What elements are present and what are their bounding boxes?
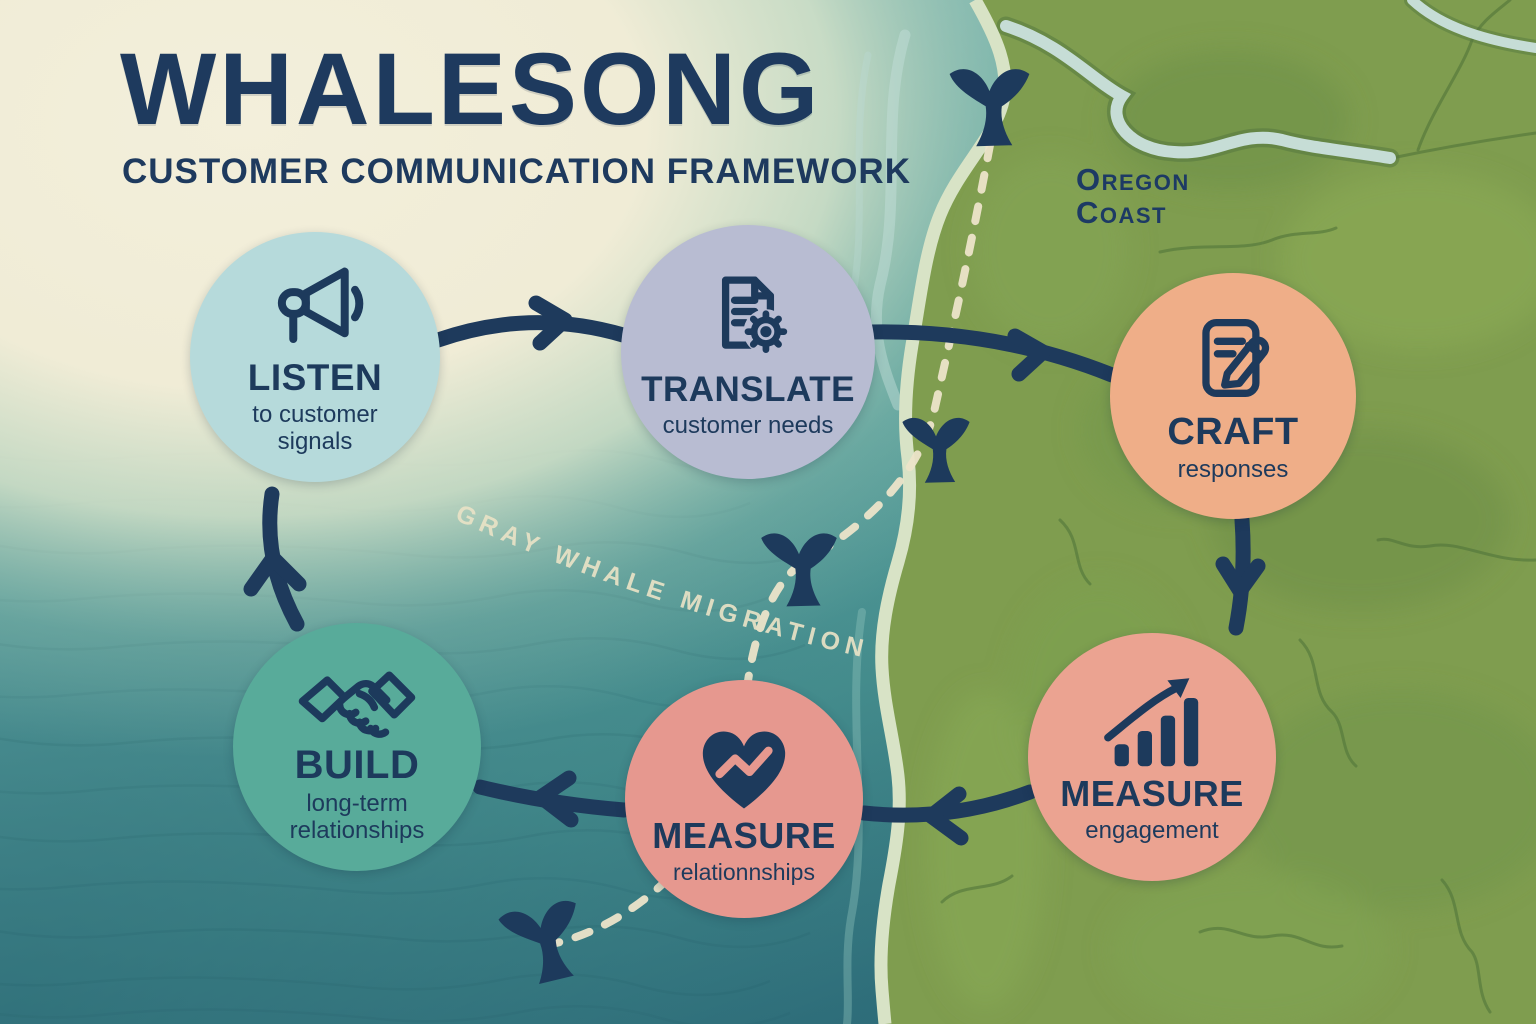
cycle-arrows: [243, 295, 1266, 846]
arrow-build-to-listen: [243, 486, 307, 632]
arrow-listen-to-translate: [430, 295, 631, 351]
document-gear-icon: [721, 276, 789, 355]
handshake-icon: [298, 671, 416, 738]
node-sublabel: relationnships: [673, 858, 815, 885]
river: [996, 0, 1536, 168]
node-listen: LISTEN to customer signals: [190, 232, 440, 482]
node-title: LISTEN: [247, 356, 383, 398]
region-label-line2: Coast: [1076, 194, 1167, 230]
edit-document-icon: [1202, 318, 1270, 397]
node-title: CRAFT: [1167, 410, 1299, 453]
node-sublabel: responses: [1177, 455, 1289, 483]
coastline: [874, 0, 1012, 1024]
arrow-measure-engagement-to-measure-relationships: [856, 784, 1038, 846]
region-label: Oregon Coast: [1076, 162, 1190, 230]
creek-lines: [940, 0, 1536, 1014]
arrow-craft-to-measure-engagement: [1215, 512, 1266, 636]
node-title: TRANSLATE: [641, 370, 855, 410]
region-label-line1: Oregon: [1076, 162, 1190, 197]
node-sublabel: customer needs: [662, 412, 834, 440]
current-streaks: [843, 29, 911, 1024]
node-title: MEASURE: [652, 814, 836, 856]
node-sublabel: long-term relationships: [289, 790, 425, 844]
page-subtitle: CUSTOMER COMMUNICATION FRAMEWORK: [122, 151, 911, 191]
node-build: BUILD long-term relationships: [233, 623, 481, 871]
node-measure-engagement: MEASURE engagement: [1028, 633, 1276, 881]
node-translate: TRANSLATE customer needs: [621, 225, 875, 479]
node-craft: CRAFT responses: [1110, 273, 1356, 519]
megaphone-icon: [277, 267, 364, 343]
bar-chart-growth-icon: [1104, 678, 1199, 767]
arrow-translate-to-craft: [864, 324, 1120, 383]
arrow-measure-relationships-to-build: [472, 770, 632, 828]
title-block: WHALESONG CUSTOMER COMMUNICATION FRAMEWO…: [120, 32, 911, 192]
node-title: MEASURE: [1060, 773, 1244, 815]
node-sublabel: to customer signals: [252, 400, 378, 455]
node-sublabel: engagement: [1085, 817, 1219, 845]
node-measure-relationships: MEASURE relationnships: [625, 680, 863, 918]
node-title: BUILD: [294, 743, 420, 788]
page-title: WHALESONG: [120, 32, 822, 146]
heart-trend-icon: [702, 731, 786, 809]
